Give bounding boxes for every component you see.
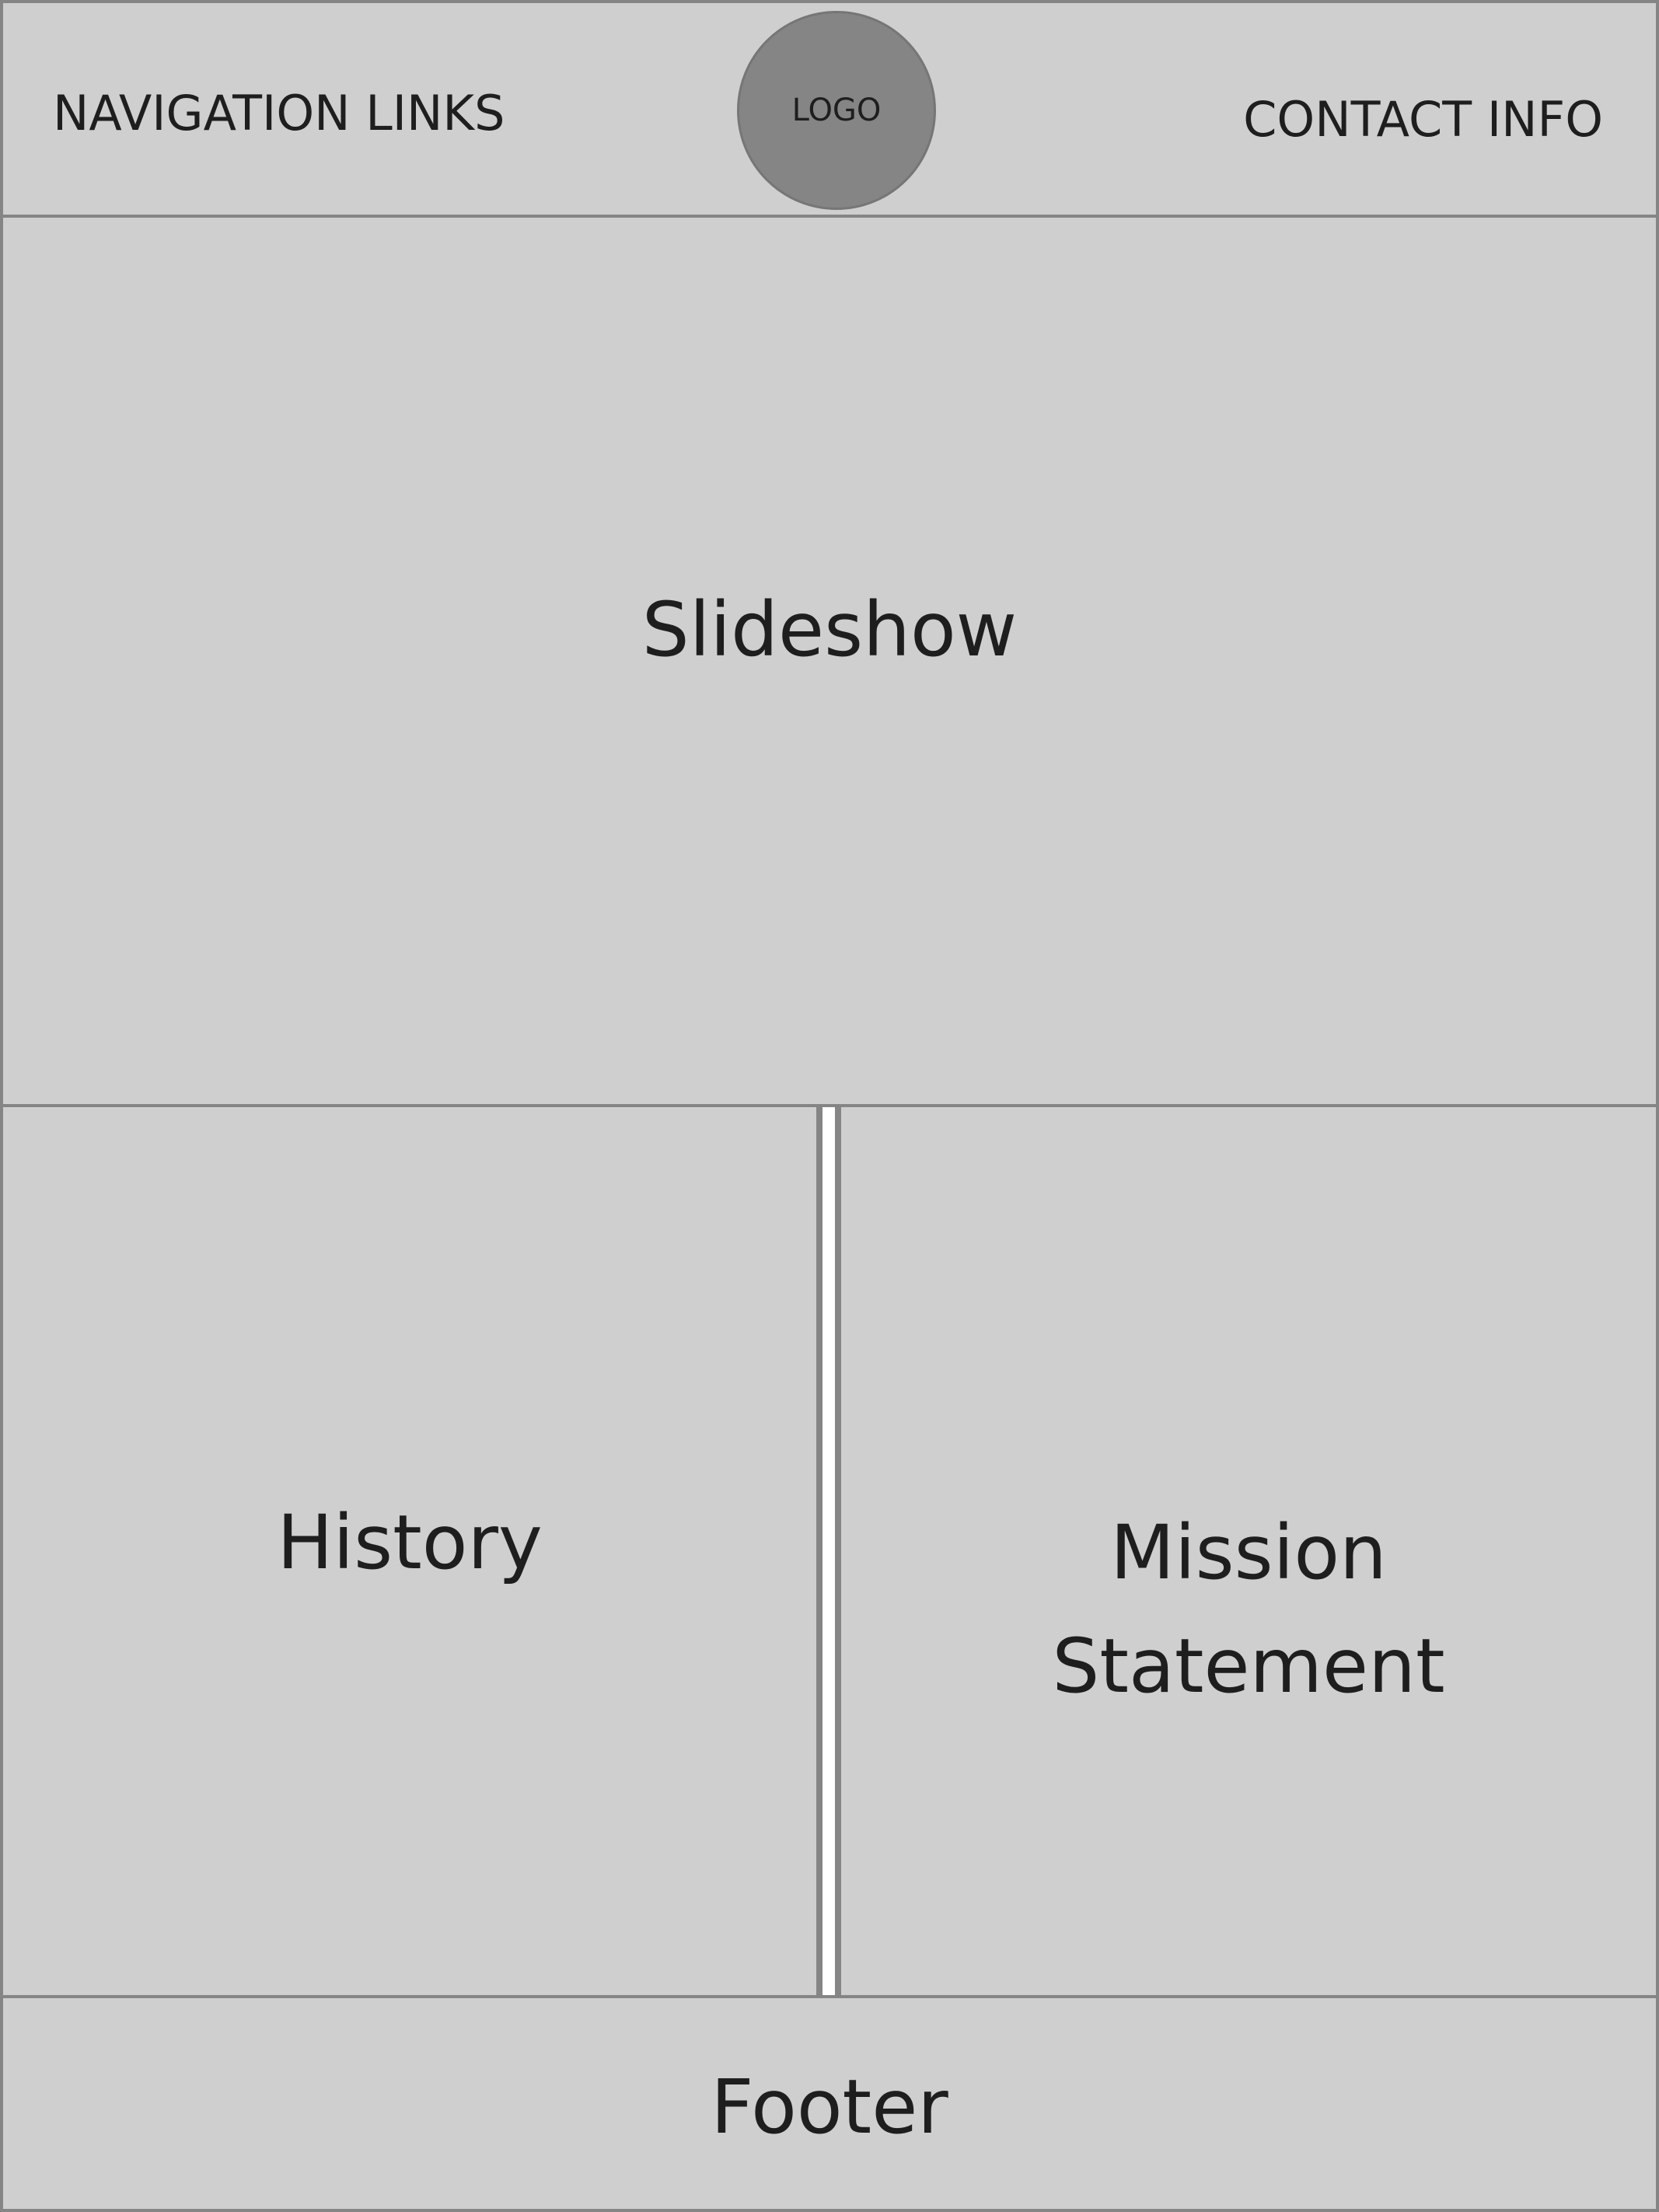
footer-section: Footer <box>0 1995 1659 2212</box>
logo[interactable]: LOGO <box>737 11 936 210</box>
history-section: History <box>0 1104 819 1998</box>
slideshow-label: Slideshow <box>641 586 1018 673</box>
footer-label: Footer <box>711 2063 948 2151</box>
mission-label-line-1: Mission <box>1110 1509 1387 1596</box>
slideshow-section[interactable]: Slideshow <box>0 215 1659 1107</box>
contact-info[interactable]: CONTACT INFO <box>1243 91 1603 148</box>
header-section: NAVIGATION LINKS LOGO CONTACT INFO <box>0 0 1659 218</box>
mission-label-line-2: Statement <box>1052 1623 1445 1710</box>
column-divider <box>819 1107 838 1995</box>
navigation-links[interactable]: NAVIGATION LINKS <box>53 85 505 142</box>
mission-statement-label: Mission Statement <box>841 1496 1656 1723</box>
mission-statement-section: Mission Statement <box>838 1104 1659 1998</box>
history-label: History <box>277 1499 543 1586</box>
logo-label: LOGO <box>791 93 882 128</box>
